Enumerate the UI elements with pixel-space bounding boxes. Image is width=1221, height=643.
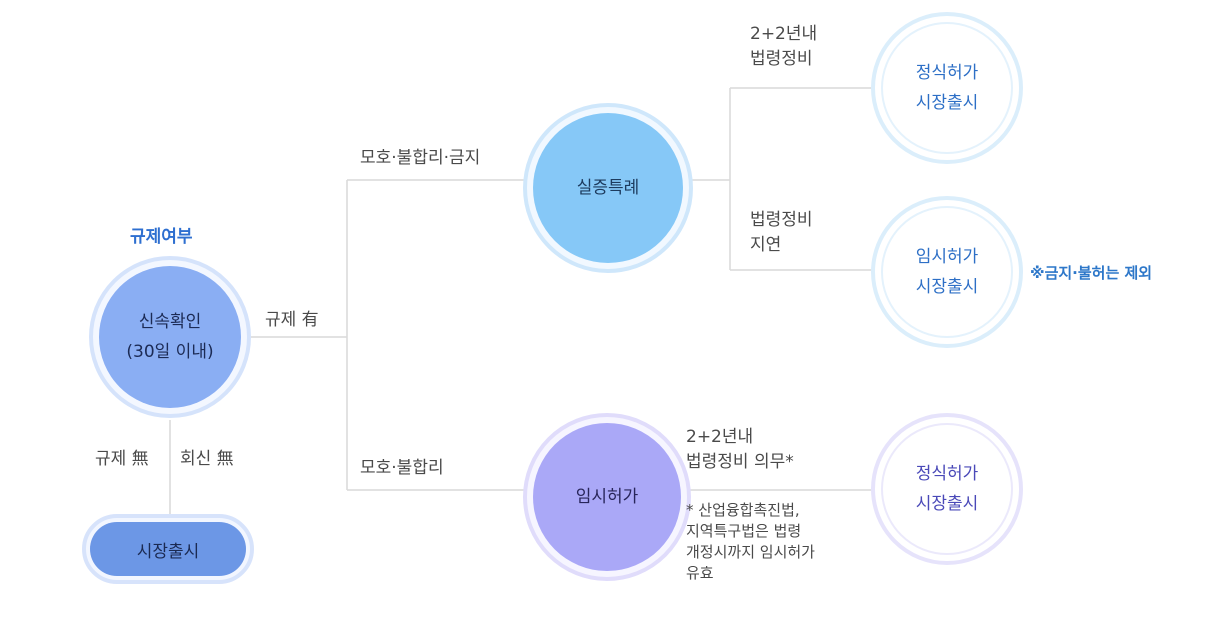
label-regulated: 규제 有: [265, 310, 319, 330]
label-within-2-2: 2+2년내 법령정비: [750, 24, 818, 69]
label-not-regulated: 규제 無: [95, 449, 149, 469]
footnote-text: * 산업융합촉진법, 지역특구법은 법령 개정시까지 임시허가 유효: [686, 501, 815, 582]
regulation-check-title: 규제여부: [130, 227, 193, 247]
label-path-sandbox: 모호·불합리·금지: [360, 148, 481, 168]
label-within-2-2-duty: 2+2년내 법령정비 의무*: [686, 427, 794, 472]
exclusion-note: ※금지·불허는 제외: [1030, 264, 1153, 282]
official-launch-1-circle: 정식허가 시장출시: [881, 22, 1013, 154]
market-launch-pill: 시장출시: [90, 522, 246, 576]
temp-launch-circle: 임시허가 시장출시: [881, 206, 1013, 338]
label-reply-none: 회신 無: [180, 449, 234, 469]
regulation-check-circle: 신속확인 (30일 이내): [99, 266, 241, 408]
temporary-permit-circle: 임시허가: [533, 423, 681, 571]
demonstration-special-circle: 실증특례: [533, 113, 683, 263]
official-launch-2-circle: 정식허가 시장출시: [881, 423, 1013, 555]
label-path-temp: 모호·불합리: [360, 458, 444, 478]
label-law-delay: 법령정비 지연: [750, 210, 813, 255]
